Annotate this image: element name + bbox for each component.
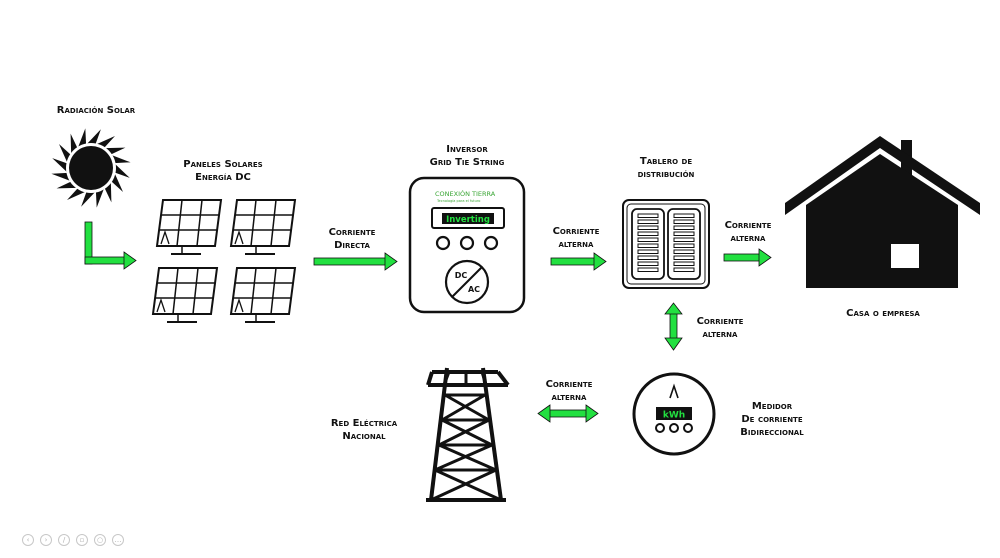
zoom-icon[interactable]: ○ [94, 534, 106, 546]
breaker-slot [673, 249, 695, 254]
sun-ray [52, 158, 68, 173]
pen-icon[interactable]: / [58, 534, 70, 546]
transmission-tower-icon [426, 367, 510, 502]
breaker-slot [673, 219, 695, 224]
meter-display-text: kWh [663, 411, 685, 421]
slides-icon[interactable]: ▫ [76, 534, 88, 546]
label-national-grid: Red Eléctrica Nacional [330, 418, 398, 442]
breaker-slot [637, 225, 659, 230]
inverter-ac-label: AC [468, 285, 480, 294]
solar-panel-icon [151, 267, 219, 323]
sun-ray [111, 172, 124, 192]
breaker-slot [673, 231, 695, 236]
breaker-slot [637, 237, 659, 242]
sun-ray [58, 144, 71, 164]
previous-icon[interactable]: ‹ [22, 534, 34, 546]
breaker-slot [673, 267, 695, 272]
more-icon[interactable]: … [112, 534, 124, 546]
house-icon [785, 136, 980, 288]
arrow-ac-grid-meter [537, 404, 599, 423]
sun-ray [67, 188, 87, 201]
sun-ray [111, 154, 131, 164]
distribution-board-icon [622, 199, 710, 289]
label-distribution-board: Tablero de distribución [637, 156, 695, 180]
breaker-slot [637, 255, 659, 260]
sun-ray [77, 128, 87, 148]
arrow-dc-flow [313, 252, 398, 271]
solar-panel-icon [229, 267, 297, 323]
inverter-display-text: Inverting [446, 215, 490, 225]
label-solar-panels: Paneles Solares Energía DC [183, 159, 263, 183]
sun-icon [51, 128, 131, 208]
label-ac-grid-meter: Corriente alterna [545, 379, 593, 403]
inverter-brand-sub: Tecnología para el futuro [436, 199, 480, 203]
breaker-slot [637, 213, 659, 218]
solar-panel-icon [155, 199, 223, 255]
breaker-slot [637, 231, 659, 236]
breaker-slot [637, 219, 659, 224]
breaker-slot [637, 249, 659, 254]
label-inverter: Inversor Grid Tie String [429, 144, 505, 168]
meter-icon: kWh [632, 372, 716, 456]
breaker-slot [673, 255, 695, 260]
arrow-sun-to-panels [84, 221, 137, 270]
label-solar-radiation: Radiación Solar [56, 105, 136, 116]
breaker-slot [637, 261, 659, 266]
breaker-slot [673, 225, 695, 230]
inverter-brand: CONEXIÓN TIERRA [435, 189, 496, 198]
label-ac-board-house: Corriente alterna [724, 220, 772, 244]
breaker-slot [637, 267, 659, 272]
sun-ray [95, 188, 105, 208]
label-meter: Medidor De corriente Bidireccional [740, 401, 804, 438]
label-ac-inverter-board: Corriente alterna [552, 226, 600, 250]
inverter-dc-label: DC [455, 271, 468, 280]
sun-ray [95, 135, 115, 148]
label-dc-current: Corriente Directa [328, 227, 376, 251]
next-icon[interactable]: › [40, 534, 52, 546]
breaker-slot [673, 261, 695, 266]
breaker-slot [673, 243, 695, 248]
sun-ray [114, 163, 130, 178]
slideshow-controls: ‹ › / ▫ ○ … [22, 534, 124, 548]
inverter-icon: CONEXIÓN TIERRA Tecnología para el futur… [408, 176, 526, 314]
arrow-ac-board-meter [664, 302, 683, 351]
breaker-slot [673, 213, 695, 218]
solar-panels-group [151, 199, 297, 323]
solar-panel-icon [229, 199, 297, 255]
label-ac-board-meter: Corriente alterna [696, 316, 744, 340]
breaker-slot [673, 237, 695, 242]
arrow-ac-inverter-to-board [550, 252, 607, 271]
sun-ray [51, 172, 71, 182]
label-house: Casa o empresa [846, 308, 920, 319]
arrow-ac-board-to-house [723, 248, 772, 267]
breaker-slot [637, 243, 659, 248]
sun-ray [81, 191, 96, 207]
sun-ray [86, 129, 101, 145]
